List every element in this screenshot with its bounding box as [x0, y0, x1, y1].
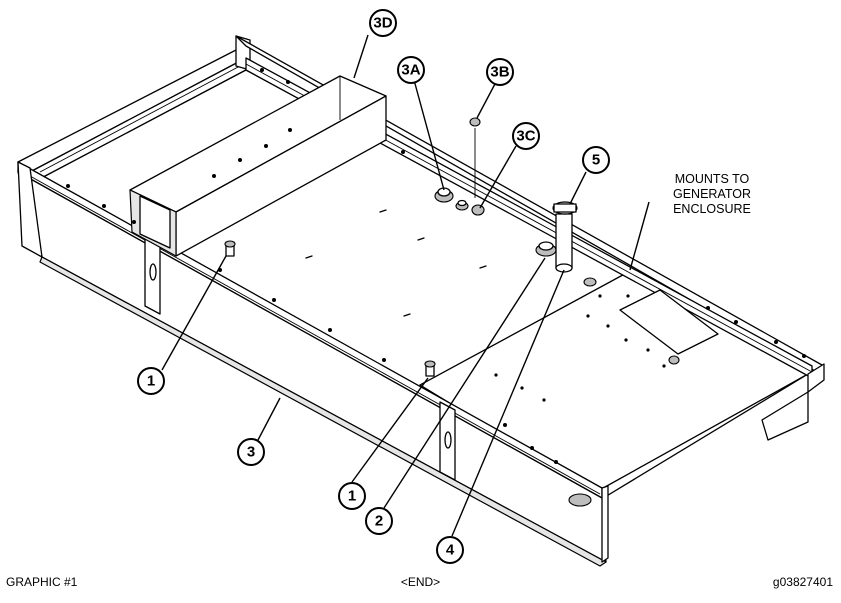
fitting-3a-nut	[455, 199, 469, 211]
front-brackets	[144, 237, 456, 481]
mount-note-line-2: GENERATOR	[673, 187, 751, 201]
leader-lines	[161, 34, 650, 537]
callout-2: 2	[365, 507, 393, 535]
graphic-label: GRAPHIC #1	[6, 575, 78, 589]
callout-3-label: 3	[247, 444, 255, 461]
right-fittings	[583, 277, 680, 365]
callout-1a: 1	[137, 367, 165, 395]
callout-4-label: 4	[446, 542, 455, 559]
callout-3d: 3D	[369, 9, 397, 37]
callout-4: 4	[436, 536, 464, 564]
mount-note-line-1: MOUNTS TO	[675, 172, 750, 186]
mount-note: MOUNTS TO GENERATOR ENCLOSURE	[673, 172, 751, 216]
filler-tube-4	[555, 213, 573, 273]
callout-3c: 3C	[512, 122, 540, 150]
floor-slots	[305, 209, 487, 317]
cap-5	[552, 201, 578, 215]
mount-note-line-3: ENCLOSURE	[673, 202, 751, 216]
callout-5-label: 5	[592, 152, 600, 169]
tube-3d	[129, 75, 387, 257]
fitting-3a	[434, 187, 454, 203]
callout-5: 5	[582, 146, 610, 174]
callout-1b-label: 1	[348, 488, 356, 505]
fuel-neck-2	[535, 241, 557, 257]
callout-3a: 3A	[397, 56, 425, 84]
callout-1b: 1	[338, 482, 366, 510]
access-cutout	[619, 289, 719, 355]
fitting-3b	[469, 117, 481, 198]
callout-3c-label: 3C	[516, 128, 535, 145]
graphic-id: g03827401	[772, 575, 833, 589]
mounting-holes	[66, 68, 806, 464]
callout-3d-label: 3D	[373, 15, 392, 32]
callout-3a-label: 3A	[401, 62, 420, 79]
fitting-3c	[471, 204, 485, 216]
callout-2-label: 2	[375, 513, 383, 530]
callout-3b: 3B	[486, 58, 514, 86]
fitting-1b	[424, 360, 436, 377]
callout-3: 3	[237, 438, 265, 466]
end-marker: <END>	[400, 575, 441, 589]
callout-3b-label: 3B	[490, 64, 509, 81]
callout-1a-label: 1	[147, 373, 155, 390]
fitting-1a	[224, 240, 236, 257]
